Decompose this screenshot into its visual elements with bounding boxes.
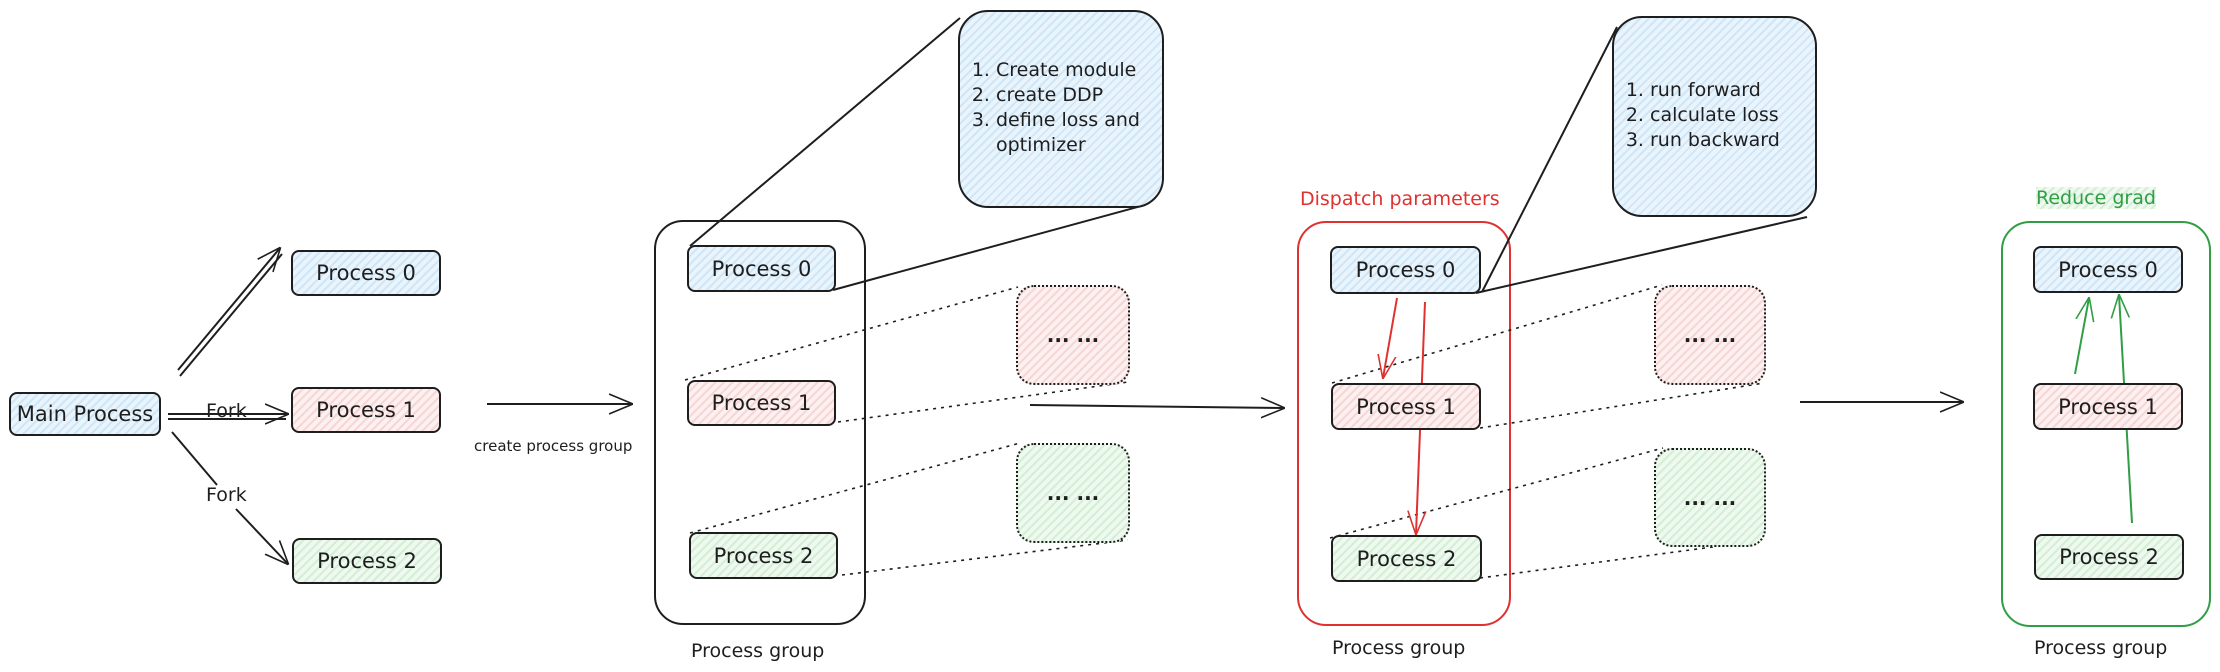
- train-step-2: calculate loss: [1650, 103, 1805, 128]
- dispatch-label: Dispatch parameters: [1300, 188, 1500, 210]
- setup-steps-note: Create module create DDP define loss and…: [958, 10, 1164, 208]
- reduce-process-1: Process 1: [2033, 383, 2183, 430]
- dispatch-process-2: Process 2: [1331, 535, 1482, 582]
- process-group-frame-1: [654, 220, 866, 625]
- train-step-1: run forward: [1650, 78, 1805, 103]
- fork-process-2-label: Process 2: [317, 549, 417, 573]
- process-group-label-2: Process group: [1332, 637, 1466, 659]
- dispatch-group-frame: [1297, 221, 1511, 626]
- fork-arrow-2: [171, 431, 218, 486]
- reduce-group-frame: [2001, 221, 2211, 627]
- setup-step-1: Create module: [996, 58, 1152, 83]
- reduce-process-2: Process 2: [2034, 534, 2184, 580]
- reduce-label: Reduce grad: [2036, 187, 2156, 209]
- process-group-label-1: Process group: [691, 640, 825, 662]
- train-step-3: run backward: [1650, 128, 1805, 153]
- main-process-label: Main Process: [16, 402, 154, 426]
- callout-lines: [689, 17, 1808, 294]
- ellipsis-box-green-1: ... ...: [1016, 443, 1130, 543]
- ellipsis-label: ... ...: [1046, 323, 1100, 347]
- group-process-2: Process 2: [689, 532, 838, 579]
- ellipsis-label: ... ...: [1046, 481, 1100, 505]
- fork-process-0: Process 0: [291, 250, 441, 296]
- dotted-connectors: [684, 284, 1766, 579]
- ellipsis-box-green-2: ... ...: [1654, 448, 1766, 547]
- main-process-node: Main Process: [9, 392, 161, 436]
- fork-arrow-0: [177, 248, 280, 371]
- fork-process-0-label: Process 0: [316, 261, 416, 285]
- group-process-2-label: Process 2: [713, 543, 814, 568]
- fork-label-2: Fork: [206, 484, 247, 506]
- dispatch-process-2-label: Process 2: [1356, 546, 1457, 571]
- dispatch-process-1: Process 1: [1331, 383, 1481, 430]
- dispatch-process-1-label: Process 1: [1356, 394, 1456, 419]
- create-group-label: create process group: [474, 437, 633, 455]
- dispatch-stage-arrow: [1029, 405, 1284, 408]
- fork-process-1-label: Process 1: [316, 398, 416, 422]
- reduce-process-0-label: Process 0: [2058, 257, 2158, 282]
- ellipsis-box-pink-2: ... ...: [1654, 285, 1766, 385]
- reduce-process-2-label: Process 2: [2059, 545, 2159, 569]
- setup-step-2: create DDP: [996, 83, 1152, 108]
- fork-process-1: Process 1: [291, 387, 441, 433]
- dispatch-process-0: Process 0: [1330, 246, 1481, 294]
- dispatch-process-0-label: Process 0: [1355, 258, 1456, 282]
- reduce-process-0: Process 0: [2033, 246, 2183, 293]
- fork-arrows: [168, 248, 288, 564]
- group-process-1-label: Process 1: [711, 391, 812, 415]
- fork-label-1: Fork: [206, 400, 247, 422]
- fork-process-2: Process 2: [292, 538, 442, 584]
- group-process-0-label: Process 0: [711, 256, 812, 281]
- train-steps-note: run forward calculate loss run backward: [1612, 16, 1817, 217]
- ellipsis-box-pink-1: ... ...: [1016, 285, 1130, 385]
- setup-step-3: define loss and optimizer: [996, 108, 1152, 158]
- reduce-process-1-label: Process 1: [2058, 394, 2158, 419]
- ellipsis-label: ... ...: [1683, 323, 1737, 347]
- ellipsis-label: ... ...: [1683, 485, 1737, 510]
- group-process-1: Process 1: [687, 380, 836, 426]
- process-group-label-3: Process group: [2034, 637, 2168, 659]
- group-process-0: Process 0: [687, 245, 836, 292]
